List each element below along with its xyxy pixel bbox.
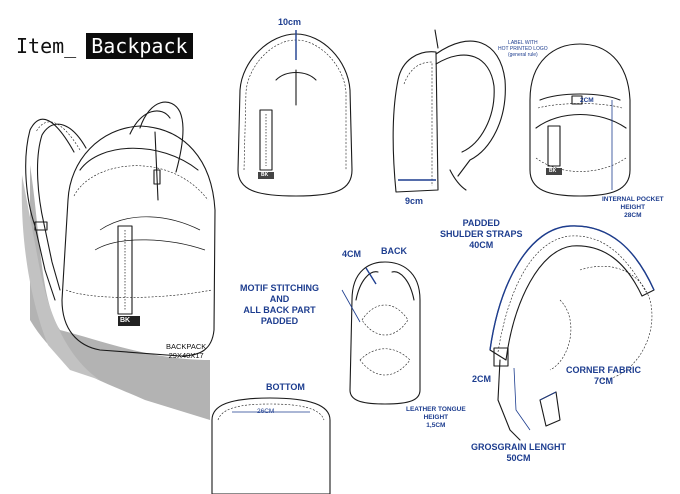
title-prefix: Item_ xyxy=(16,34,77,58)
two-cm-label: 2CM xyxy=(472,374,492,384)
main-backpack-sketch xyxy=(21,101,216,420)
logo-dim-label: 2CM xyxy=(580,97,594,104)
bottom-view-sketch xyxy=(211,397,331,494)
padded-straps-label: PADDED SHULDER STRAPS 40CM xyxy=(440,218,523,250)
backpack-size-label: BACKPACK 29X40X17 xyxy=(166,342,207,360)
brand-logo-internal: BK xyxy=(549,168,557,174)
back-padded-sketch xyxy=(341,261,421,405)
back-label: BACK xyxy=(381,246,407,256)
front-view-sketch xyxy=(237,30,353,197)
brand-logo-front: BK xyxy=(261,172,269,178)
corner-fabric-label: CORNER FABRIC 7CM xyxy=(566,365,642,386)
bottom-dim-label: 26CM xyxy=(257,408,275,415)
grosgrain-label: GROSGRAIN LENGHT 50CM xyxy=(471,442,567,463)
back-4cm-label: 4CM xyxy=(342,249,362,259)
strap-detail-sketch xyxy=(489,225,655,441)
logo-label: LABEL WITH HOT PRINTED LOGO (general rul… xyxy=(498,40,548,58)
internal-view-sketch xyxy=(529,43,631,197)
leather-tongue-label: LEATHER TONGUE HEIGHT 1,5CM xyxy=(406,406,466,429)
bottom-label: BOTTOM xyxy=(266,382,305,392)
shadow xyxy=(30,165,210,420)
side-view-sketch xyxy=(392,29,506,193)
top-width-label: 10cm xyxy=(278,17,302,27)
motif-stitching-label: MOTIF STITCHING AND ALL BACK PART PADDED xyxy=(240,283,319,326)
page-title: Item_ Backpack xyxy=(16,33,193,59)
title-highlight: Backpack xyxy=(86,33,193,59)
brand-logo-main: BK xyxy=(120,317,131,324)
side-width-label: 9cm xyxy=(405,196,424,206)
internal-pocket-label: INTERNAL POCKET HEIGHT 28CM xyxy=(602,196,664,219)
